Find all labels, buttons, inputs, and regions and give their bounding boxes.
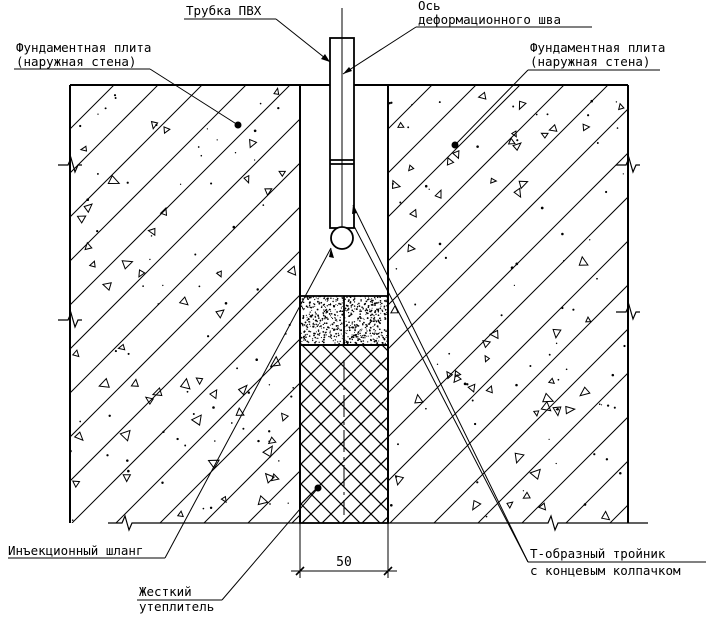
- label-pvc-tube: Трубка ПВХ: [186, 3, 262, 18]
- break-lines: [58, 156, 648, 532]
- label-joint-axis-1: Ось: [418, 0, 441, 13]
- label-slab-right-2: (наружная стена): [530, 54, 650, 69]
- pvc-tube: [329, 37, 355, 229]
- label-rigid-insulation-2: утеплитель: [139, 599, 214, 614]
- label-injection-hose: Инъекционный шланг: [8, 543, 143, 558]
- left-slab-hatch: [70, 85, 301, 523]
- right-slab-aggregate: [388, 91, 626, 521]
- rigid-insulation-crosshatch: [300, 345, 388, 523]
- dimension-value: 50: [336, 555, 352, 570]
- left-slab-aggregate: [70, 87, 297, 521]
- label-rigid-insulation-1: Жесткий: [139, 584, 192, 599]
- dimension-50: [291, 523, 397, 578]
- label-slab-left-2: (наружная стена): [16, 54, 136, 69]
- tee-circle: [330, 226, 354, 250]
- right-slab-hatch: [388, 85, 628, 523]
- leader-markers: [234, 54, 459, 492]
- insulation-blocks: [299, 295, 389, 524]
- label-slab-right-1: Фундаментная плита: [530, 40, 665, 55]
- label-tee-1: Т-образный тройник: [530, 546, 666, 561]
- label-tee-2: с концевым колпачком: [530, 563, 681, 578]
- leader-lines: [8, 18, 706, 601]
- label-joint-axis-2: деформационного шва: [418, 12, 561, 27]
- label-slab-left-1: Фундаментная плита: [16, 40, 151, 55]
